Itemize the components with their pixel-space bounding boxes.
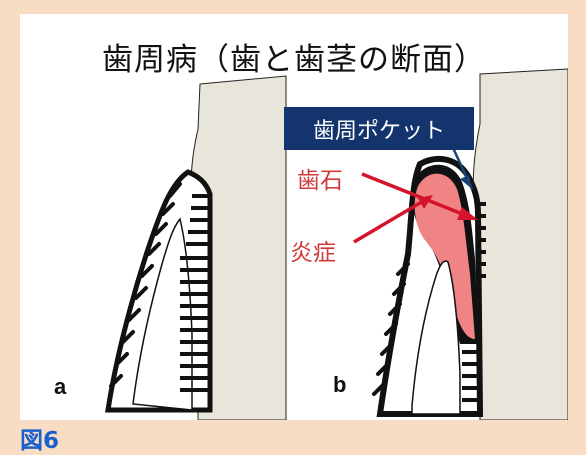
- tartar-label: 歯石: [297, 161, 343, 195]
- diagram-panel: 歯周病（歯と歯茎の断面）: [20, 14, 568, 420]
- tooth-b: [473, 69, 568, 420]
- periodontal-cross-section-svg: [20, 14, 568, 420]
- periodontal-pocket-callout: 歯周ポケット: [284, 107, 474, 150]
- panel-b-label: b: [333, 372, 346, 398]
- figure-number: 図6: [20, 421, 59, 455]
- inflammation-label: 炎症: [290, 233, 336, 267]
- panel-a-label: a: [54, 374, 66, 400]
